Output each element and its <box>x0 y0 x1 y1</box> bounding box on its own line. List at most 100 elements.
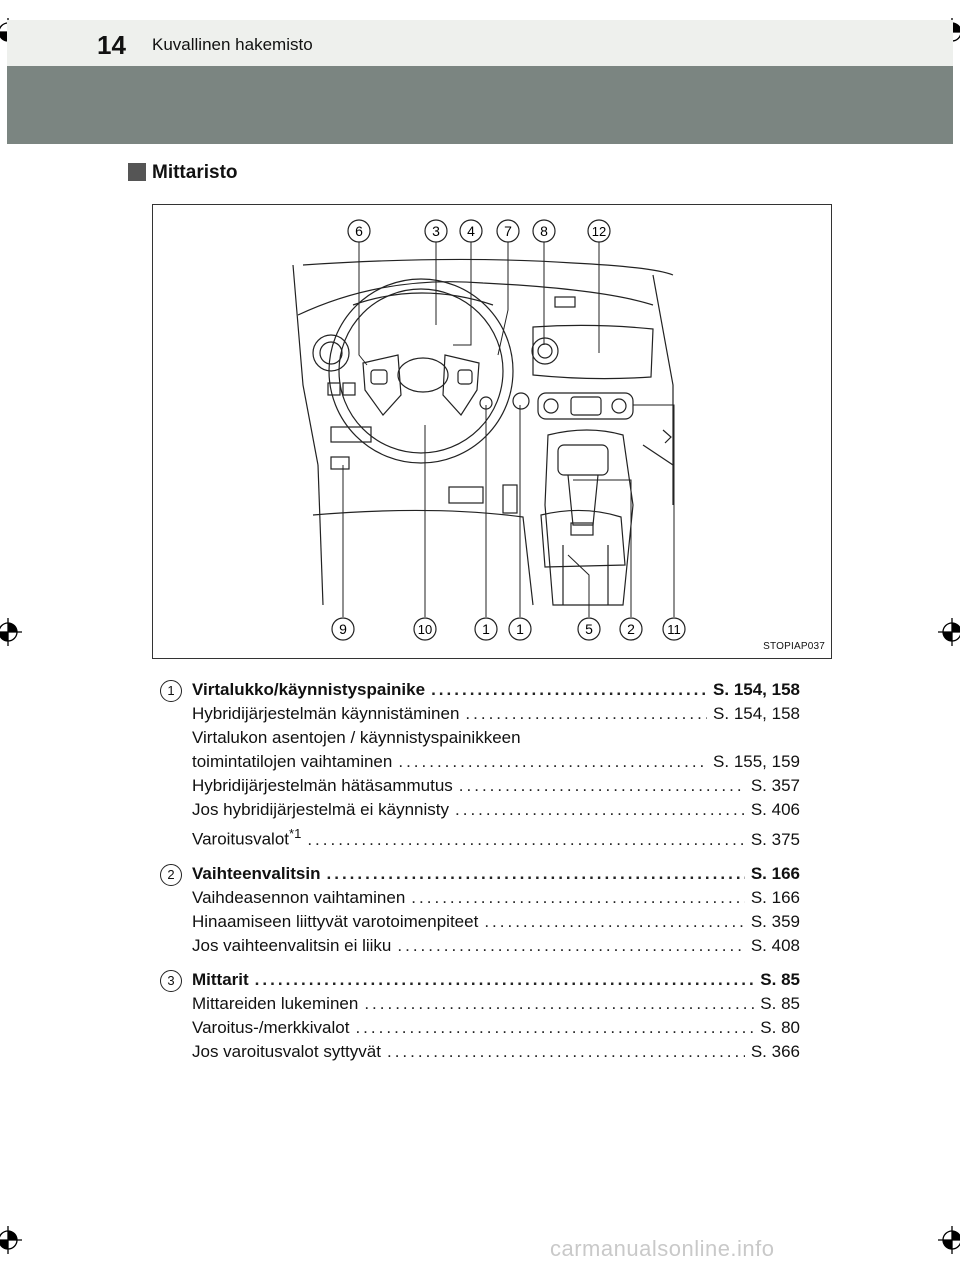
page-ref: S. 80 <box>760 1017 800 1037</box>
entry-item[interactable]: Hybridijärjestelmän hätäsammutus S. 357 <box>192 774 800 798</box>
entry-item[interactable]: Jos varoitusvalot syttyvät S. 366 <box>192 1040 800 1064</box>
dashboard-line-art <box>292 258 674 606</box>
page-header <box>7 20 953 66</box>
entry-item[interactable]: Jos vaihteenvalitsin ei liiku S. 408 <box>192 934 800 958</box>
entry-item[interactable]: Mittareiden lukeminen S. 85 <box>192 992 800 1016</box>
callout-label: 2 <box>627 621 635 637</box>
leader-dots <box>411 886 745 910</box>
entry-number: 1 <box>160 680 182 702</box>
leader-dots <box>355 1016 754 1040</box>
callout-circle: 1 <box>474 617 498 641</box>
callout-circle: 5 <box>577 617 601 641</box>
page-ref: S. 166 <box>750 887 800 907</box>
leader-dots <box>307 828 745 852</box>
section-title: Mittaristo <box>152 162 238 183</box>
callout-leaders <box>342 242 675 617</box>
page-ref: S. 85 <box>760 969 800 989</box>
callout-circle: 2 <box>619 617 643 641</box>
page-ref: S. 366 <box>750 1041 800 1061</box>
leader-dots <box>397 934 744 958</box>
entry-item[interactable]: toimintatilojen vaihtaminen S. 155, 159 <box>192 750 800 774</box>
callout-label: 5 <box>585 621 593 637</box>
entry-number: 3 <box>160 969 182 992</box>
section-marker-icon <box>128 163 146 181</box>
page-ref: S. 155, 159 <box>713 752 800 771</box>
item-text: Hinaamiseen liittyvät varotoimenpiteet <box>192 911 479 931</box>
item-text-continued: Virtalukon asentojen / käynnistyspainikk… <box>192 728 521 747</box>
callout-label: 9 <box>339 621 347 637</box>
index-entries: 1 Virtalukko/käynnistyspainike S. 154, 1… <box>160 678 800 1074</box>
item-text: Mittareiden lukeminen <box>192 993 359 1013</box>
callout-label: 6 <box>355 223 363 239</box>
entry-item[interactable]: Varoitusvalot*1 S. 375 <box>192 822 800 852</box>
dashboard-drawing: 6 3 4 7 8 12 <box>292 219 686 641</box>
leader-dots <box>484 910 745 934</box>
entry-item[interactable]: Jos hybridijärjestelmä ei käynnisty S. 4… <box>192 798 800 822</box>
callout-label: 12 <box>592 224 606 239</box>
leader-dots <box>455 798 745 822</box>
callout-label: 10 <box>418 622 432 637</box>
entry-item[interactable]: Hinaamiseen liittyvät varotoimenpiteet S… <box>192 910 800 934</box>
index-entry: 3 Mittarit S. 85 Mittareiden lukeminen S… <box>160 968 800 1064</box>
item-text: Vaihdeasennon vaihtaminen <box>192 887 406 907</box>
leader-dots <box>431 678 707 702</box>
entry-item[interactable]: Varoitus-/merkkivalot S. 80 <box>192 1016 800 1040</box>
registration-mark-icon <box>938 1226 960 1254</box>
callout-label: 1 <box>482 621 490 637</box>
entry-item[interactable]: Hybridijärjestelmän käynnistäminen S. 15… <box>192 702 800 726</box>
top-callouts: 6 3 4 7 8 12 <box>347 219 611 243</box>
callout-label: 1 <box>516 621 524 637</box>
page-ref: S. 166 <box>750 863 800 883</box>
index-entry: 2 Vaihteenvalitsin S. 166 Vaihdeasennon … <box>160 862 800 958</box>
page-ref: S. 375 <box>750 829 800 849</box>
entry-title-line[interactable]: Vaihteenvalitsin S. 166 <box>192 862 800 886</box>
callout-circle: 1 <box>508 617 532 641</box>
header-bar <box>7 66 953 144</box>
page-number: 14 <box>97 30 126 60</box>
bottom-callouts: 9 10 1 1 5 2 1 <box>331 617 686 641</box>
callout-circle: 6 <box>347 219 371 243</box>
registration-mark-icon <box>938 618 960 646</box>
dashboard-illustration: 6 3 4 7 8 12 <box>152 204 832 659</box>
leader-dots <box>255 968 755 992</box>
page-ref: S. 359 <box>750 911 800 931</box>
registration-mark-icon <box>0 1226 22 1254</box>
callout-label: 8 <box>540 223 548 239</box>
page-ref: S. 406 <box>750 800 800 819</box>
callout-circle: 3 <box>424 219 448 243</box>
page-ref: S. 85 <box>760 993 800 1013</box>
callout-label: 7 <box>504 223 512 239</box>
leader-dots <box>327 862 745 886</box>
item-text: Hybridijärjestelmän käynnistäminen <box>192 704 460 723</box>
leader-dots <box>387 1040 745 1064</box>
leader-dots <box>465 702 707 726</box>
item-text: Jos vaihteenvalitsin ei liiku <box>192 935 392 955</box>
page-ref: S. 154, 158 <box>713 704 800 723</box>
item-text-main: Varoitusvalot <box>192 829 290 849</box>
leader-dots <box>398 750 707 774</box>
item-text: Jos varoitusvalot syttyvät <box>192 1041 381 1061</box>
entry-number: 2 <box>160 863 182 886</box>
item-text: Varoitusvalot*1 <box>192 822 301 852</box>
leader-dots <box>459 774 745 798</box>
item-text: Hybridijärjestelmän hätäsammutus <box>192 776 453 795</box>
index-entry: 1 Virtalukko/käynnistyspainike S. 154, 1… <box>160 678 800 852</box>
entry-title-line[interactable]: Mittarit S. 85 <box>192 968 800 992</box>
page-ref: S. 408 <box>750 935 800 955</box>
item-text: Jos hybridijärjestelmä ei käynnisty <box>192 800 449 819</box>
callout-circle: 4 <box>459 219 483 243</box>
page-ref: S. 154, 158 <box>713 680 800 699</box>
watermark[interactable]: carmanualsonline.info <box>550 1236 775 1261</box>
callout-circle: 12 <box>587 219 611 243</box>
callout-circle: 9 <box>331 617 355 641</box>
callout-label: 11 <box>667 622 681 637</box>
figure-code: STOPIAP037 <box>763 641 825 652</box>
entry-item[interactable]: Vaihdeasennon vaihtaminen S. 166 <box>192 886 800 910</box>
chapter-title: Kuvallinen hakemisto <box>152 35 313 54</box>
item-text: toimintatilojen vaihtaminen <box>192 752 393 771</box>
entry-title-line[interactable]: Virtalukko/käynnistyspainike S. 154, 158 <box>192 678 800 702</box>
callout-label: 4 <box>467 223 475 239</box>
item-text: Varoitus-/merkkivalot <box>192 1017 350 1037</box>
callout-label: 3 <box>432 223 440 239</box>
page-ref: S. 357 <box>750 776 800 795</box>
